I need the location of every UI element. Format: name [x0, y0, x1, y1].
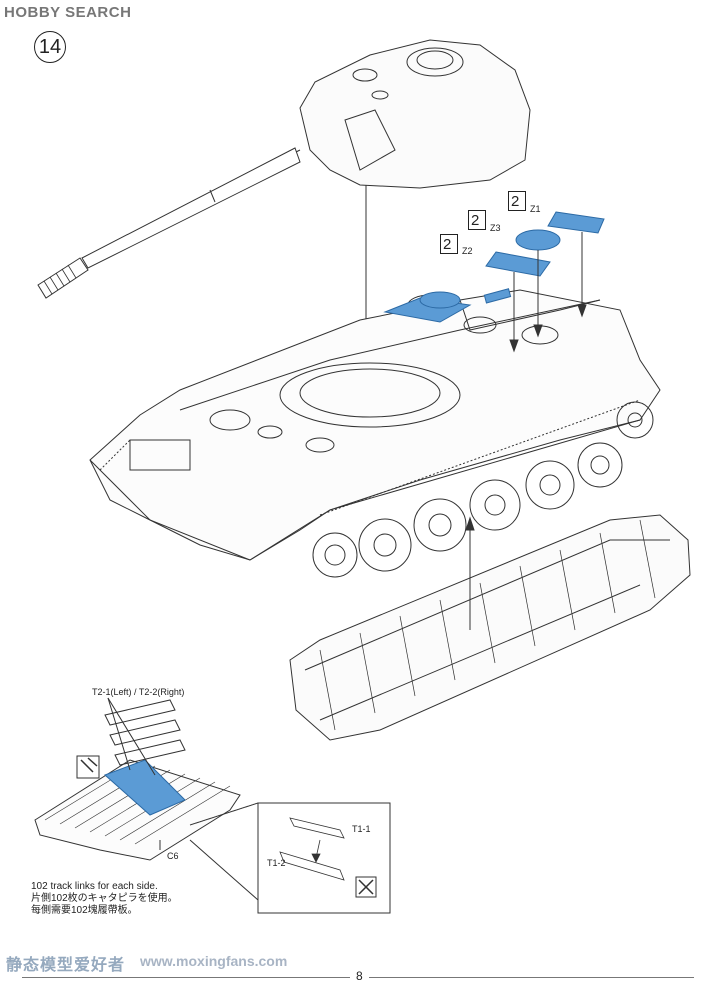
detail-label-top: T1-1	[352, 824, 371, 834]
hull-drawing	[89, 289, 661, 578]
moxingfans-watermark: 静态模型爱好者	[6, 955, 126, 974]
decal-zones	[383, 288, 512, 323]
track-loop-drawing	[289, 514, 691, 741]
label-z2: Z2	[462, 246, 473, 256]
note-japanese: 片側102枚のキャタピラを使用。	[31, 893, 178, 904]
sheet-number-z2: 2	[440, 234, 458, 254]
label-z1: Z1	[530, 204, 541, 214]
decal-z1	[547, 211, 605, 234]
note-chinese: 每側需要102塊履帶板。	[31, 905, 138, 916]
sheet-number-z1: 2	[508, 191, 526, 211]
track-detail-box	[257, 802, 391, 914]
hobby-search-watermark: HOBBY SEARCH	[4, 4, 132, 21]
sheet-number-z3: 2	[468, 210, 486, 230]
track-jig-drawing	[34, 697, 241, 861]
label-z3: Z3	[490, 223, 501, 233]
track-link-detail	[279, 817, 345, 881]
note-english: 102 track links for each side.	[31, 881, 158, 892]
decal-z3	[515, 229, 561, 251]
detail-label-bottom: T1-2	[267, 858, 286, 868]
track-sprue-label: T2-1(Left) / T2-2(Right)	[92, 687, 185, 697]
step-number: 14	[34, 31, 66, 63]
track-links-note: 102 track links for each side. 片側102枚のキャ…	[31, 881, 178, 917]
jig-label: C6	[167, 851, 179, 861]
watermark-url: www.moxingfans.com	[140, 953, 288, 969]
turret-drawing	[37, 39, 531, 299]
page-number: 8	[350, 969, 369, 983]
decal-z2	[485, 251, 551, 277]
